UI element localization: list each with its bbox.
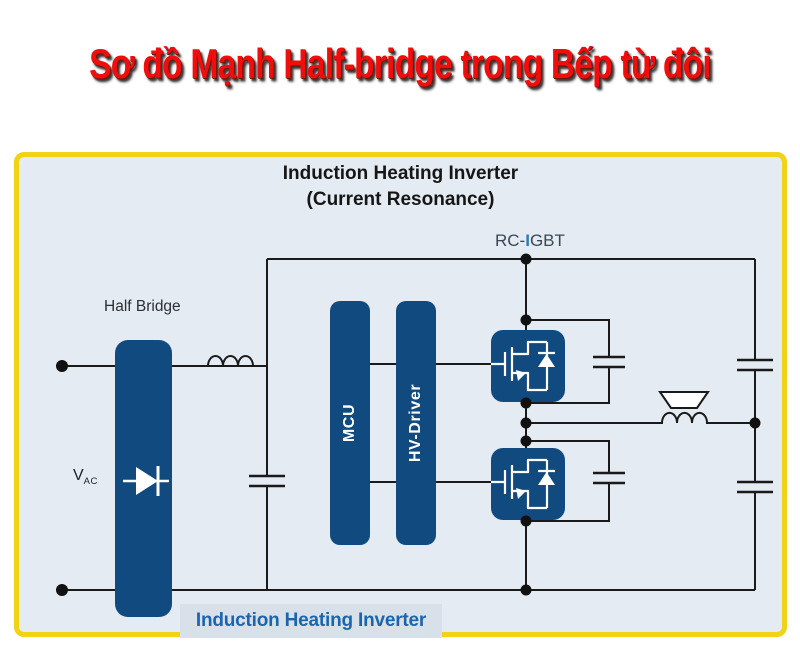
mcu-label-text: MCU	[341, 403, 358, 443]
pot-icon	[658, 391, 710, 409]
capacitor-resonant-top-icon	[737, 358, 773, 372]
rc-igbt-label-prefix: RC-	[495, 231, 526, 250]
igbt-top-icon	[491, 340, 555, 392]
inductor-work-coil-icon	[526, 411, 755, 424]
rc-igbt-label-i: I	[525, 231, 530, 250]
inductor-choke-icon	[172, 355, 267, 367]
vac-label-v: V	[73, 467, 84, 484]
half-bridge-label: Half Bridge	[104, 298, 181, 315]
hv-driver-label-text: HV-Driver	[407, 383, 425, 463]
vac-label-sub: AC	[83, 476, 98, 488]
diode-icon	[123, 466, 169, 496]
diagram-caption: Induction Heating Inverter	[180, 604, 442, 638]
mcu-label: MCU	[330, 301, 370, 545]
igbt-bottom-icon	[491, 458, 555, 510]
diagram-heading-line2: (Current Resonance)	[306, 189, 495, 210]
capacitor-snubber-bottom-icon	[593, 471, 625, 485]
mcu-block	[330, 301, 370, 545]
wire-snubber-top	[526, 319, 610, 404]
wire-snubber-bottom	[526, 440, 610, 522]
junction-dots	[56, 253, 761, 596]
capacitor-snubber-top-icon	[593, 355, 625, 369]
diagram-heading-line1: Induction Heating Inverter	[282, 163, 519, 184]
page-title: Sơ đồ Mạnh Half-bridge trong Bếp từ đôi	[89, 40, 712, 87]
hv-driver-block	[396, 301, 436, 545]
vac-label: VAC	[73, 467, 98, 487]
diagram-heading: Induction Heating Inverter (Current Reso…	[14, 161, 787, 213]
capacitor-resonant-bottom-icon	[737, 480, 773, 494]
diagram-caption-text: Induction Heating Inverter	[195, 610, 427, 631]
rc-igbt-label: RC-IGBT	[495, 231, 565, 251]
capacitor-dc-link-icon	[249, 474, 285, 488]
rc-igbt-label-rest: GBT	[529, 231, 565, 250]
hv-driver-label: HV-Driver	[396, 301, 436, 545]
